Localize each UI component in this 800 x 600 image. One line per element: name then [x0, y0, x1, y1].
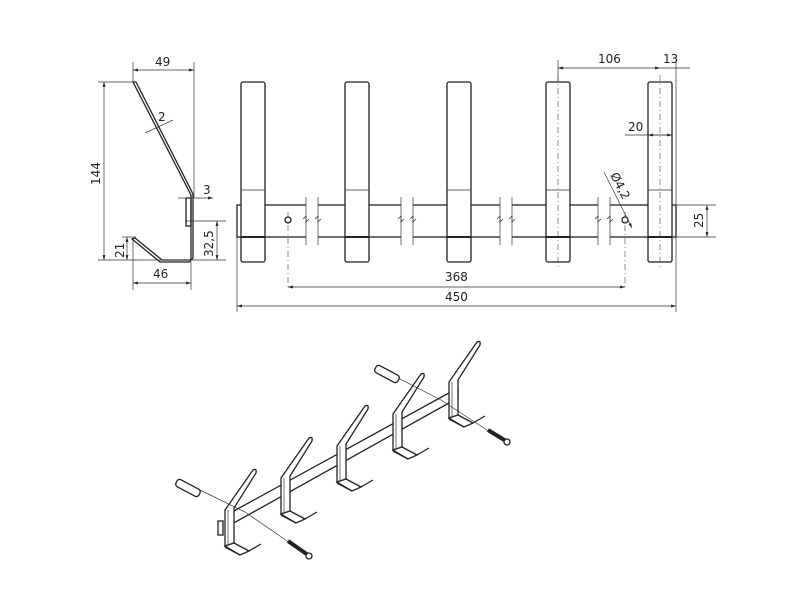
iso-hook — [223, 468, 262, 556]
dim-3: 3 — [203, 183, 211, 197]
iso-hook — [391, 372, 430, 460]
hook — [240, 81, 266, 263]
screw — [486, 428, 511, 446]
isometric-view — [175, 340, 511, 560]
break-mark — [594, 197, 614, 245]
break-mark — [302, 197, 322, 245]
dim-49: 49 — [155, 55, 170, 69]
front-view: 368 450 106 13 20 Ø4,2 25 — [236, 52, 716, 312]
dim-25: 25 — [692, 213, 706, 228]
dim-21: 21 — [113, 243, 127, 258]
dim-2: 2 — [158, 110, 166, 124]
dim-20: 20 — [628, 120, 643, 134]
profile-view: 49 144 2 3 32,5 21 46 — [89, 55, 226, 290]
break-mark — [397, 197, 417, 245]
hook-profile — [130, 81, 194, 263]
wall-dowel — [175, 478, 201, 498]
hook — [446, 81, 472, 263]
wall-plate — [185, 197, 192, 227]
screw — [286, 539, 313, 560]
dim-46: 46 — [153, 267, 168, 281]
dim-32-5: 32,5 — [202, 230, 216, 257]
dim-144: 144 — [89, 162, 103, 185]
dim-450: 450 — [445, 290, 468, 304]
iso-hook — [447, 340, 486, 428]
dim-13: 13 — [663, 52, 678, 66]
wall-dowel — [374, 364, 400, 384]
hook — [344, 81, 370, 263]
break-mark — [496, 197, 516, 245]
dim-106: 106 — [598, 52, 621, 66]
dim-368: 368 — [445, 270, 468, 284]
iso-end-cap — [217, 520, 224, 536]
iso-hook — [279, 436, 318, 524]
iso-hook — [335, 404, 374, 492]
